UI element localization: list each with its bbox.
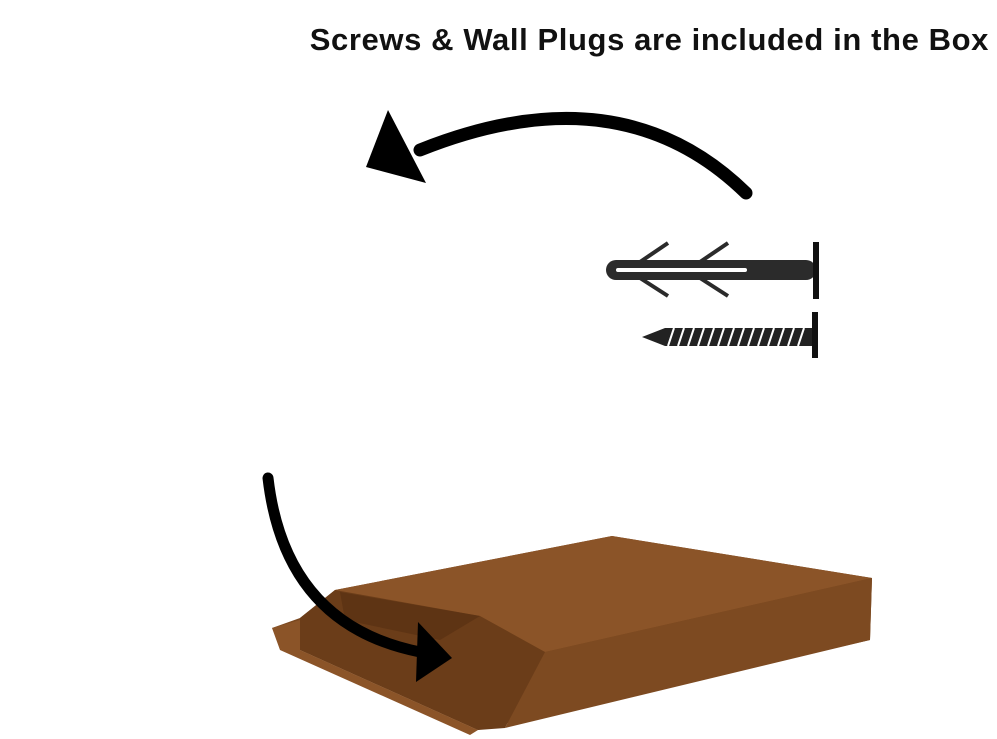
screw-icon — [642, 312, 818, 358]
wall-plug-icon — [606, 241, 819, 299]
caption-title: Screws & Wall Plugs are included in the … — [309, 22, 989, 57]
curved-arrow-icon — [262, 472, 452, 682]
curved-arrow-icon — [366, 110, 753, 200]
